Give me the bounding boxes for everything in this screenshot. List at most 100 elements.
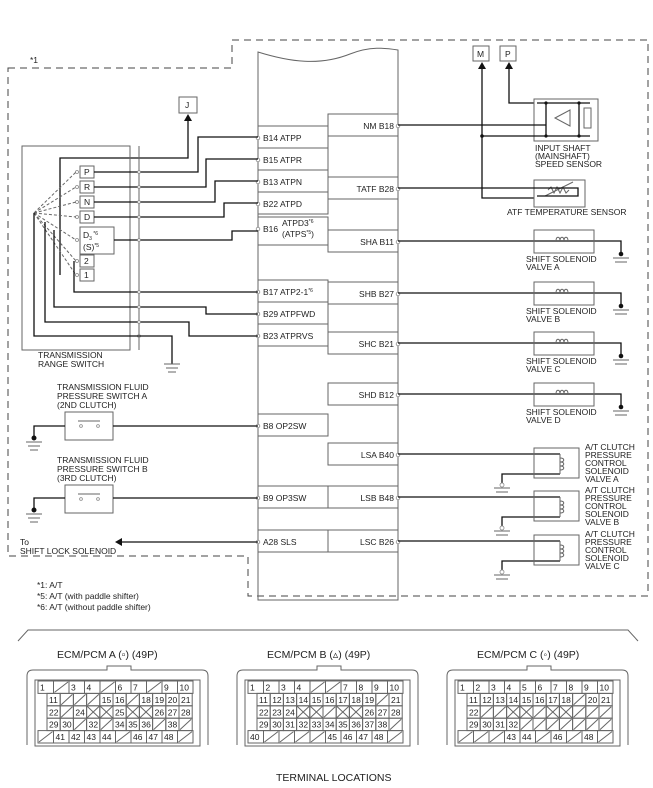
sensor-circuit-icon: [537, 101, 592, 138]
shift-lock-label: To SHIFT LOCK SOLENOID: [20, 537, 116, 556]
terminal-number: 6: [118, 683, 123, 693]
ground-icon: [494, 482, 510, 493]
terminal-number: 2: [266, 683, 271, 693]
coil-icon: [555, 236, 569, 242]
terminal-number: 28: [391, 707, 401, 717]
terminal-number: 35: [128, 720, 138, 730]
arrow-up-icon: [505, 62, 513, 69]
clutch-pressure-solenoid-valve: [533, 490, 580, 522]
terminal-number: 40: [250, 732, 260, 742]
ground-icon: [613, 309, 629, 315]
terminal-number: 15: [522, 695, 532, 705]
terminal-number: 35: [338, 720, 348, 730]
ecm-terminal-label: B15 ATPR: [263, 155, 302, 165]
coil-icon: [559, 544, 565, 558]
terminal-number: 4: [87, 683, 92, 693]
terminal-number: 15: [102, 695, 112, 705]
terminal-number: 44: [102, 732, 112, 742]
terminal-number: 3: [491, 683, 496, 693]
ecm-terminal-label: SHB B27: [359, 289, 394, 299]
clutch-pressure-solenoid-valve: [533, 447, 580, 479]
terminal-number: 21: [391, 695, 401, 705]
ecm-terminal-label: B22 ATPD: [263, 199, 302, 209]
terminal-number: 30: [482, 720, 492, 730]
terminal-number: 38: [378, 720, 388, 730]
terminal-number: 21: [601, 695, 611, 705]
terminal-number: 24: [285, 707, 295, 717]
terminal-number: 17: [338, 695, 348, 705]
range-position-s-label: (S)*5: [83, 242, 99, 252]
terminal-number: 38: [168, 720, 178, 730]
terminal-number: 26: [155, 707, 165, 717]
connector-title: ECM/PCM B (▵) (49P): [267, 649, 370, 661]
ecm-terminal-label: B9 OP3SW: [263, 493, 306, 503]
range-position-d3-s: [79, 226, 115, 255]
ecm-terminal-alt-signal: (ATPS*5): [282, 229, 314, 239]
terminal-number: 4: [297, 683, 302, 693]
terminal-number: 47: [359, 732, 369, 742]
terminal-number: 30: [272, 720, 282, 730]
ecm-terminal-label: B23 ATPRVS: [263, 331, 314, 341]
input-shaft-sensor-label: INPUT SHAFT (MAINSHAFT) SPEED SENSOR: [535, 143, 602, 169]
terminal-number: 29: [49, 720, 59, 730]
terminal-number: 22: [259, 707, 269, 717]
terminal-number: 10: [180, 683, 190, 693]
range-position-label: R: [84, 182, 90, 192]
connector-ref-m-box: [472, 45, 490, 62]
terminal-number: 9: [164, 683, 169, 693]
terminal-number: 1: [460, 683, 465, 693]
ground-icon: [494, 569, 510, 580]
ecm-terminal-label: B13 ATPN: [263, 177, 302, 187]
terminal-number: 3: [71, 683, 76, 693]
ecm-terminal-label: LSC B26: [360, 537, 394, 547]
terminal-number: 8: [569, 683, 574, 693]
range-switch-name-2: RANGE SWITCH: [38, 359, 104, 369]
ground-icon: [613, 410, 629, 416]
ecm-terminal-label: B29 ATPFWD: [263, 309, 315, 319]
ecm-terminal-label: A28 SLS: [263, 537, 297, 547]
terminal-number: 1: [250, 683, 255, 693]
range-position-1: [79, 268, 95, 282]
terminal-number: 32: [89, 720, 99, 730]
terminal-number: 6: [538, 683, 543, 693]
pressure-switch-a-label: TRANSMISSION FLUID PRESSURE SWITCH A (2N…: [57, 382, 151, 410]
coil-icon: [559, 457, 565, 471]
ground-icon: [26, 513, 42, 523]
terminal-number: 7: [343, 683, 348, 693]
terminal-number: 47: [149, 732, 159, 742]
terminal-cell: [597, 730, 614, 744]
coil-icon: [555, 389, 569, 395]
terminal-number: 21: [181, 695, 191, 705]
range-position-label: N: [84, 197, 90, 207]
atf-sensor-label: ATF TEMPERATURE SENSOR: [507, 207, 627, 217]
terminal-number: 26: [365, 707, 375, 717]
terminal-number: 36: [141, 720, 151, 730]
ecm-terminal-label: TATF B28: [357, 184, 395, 194]
coil-icon: [559, 500, 565, 514]
footnotes: *1: A/T *5: A/T (with paddle shifter) *6…: [37, 580, 151, 612]
terminal-number: 27: [168, 707, 178, 717]
terminal-number: 48: [374, 732, 384, 742]
terminal-number: 11: [469, 695, 478, 705]
terminal-number: 19: [365, 695, 375, 705]
terminal-number: 14: [299, 695, 309, 705]
terminal-number: 28: [181, 707, 191, 717]
connector-ref-j-box: [178, 96, 198, 114]
terminal-number: 22: [469, 707, 479, 717]
range-position-label: D: [84, 212, 90, 222]
terminal-number: 7: [133, 683, 138, 693]
terminal-number: 10: [390, 683, 400, 693]
terminal-number: 11: [49, 695, 58, 705]
terminal-number: 29: [469, 720, 479, 730]
switch-contact-icon: [78, 493, 100, 501]
ecm-terminal-label: LSA B40: [361, 450, 394, 460]
terminal-number: 22: [49, 707, 59, 717]
